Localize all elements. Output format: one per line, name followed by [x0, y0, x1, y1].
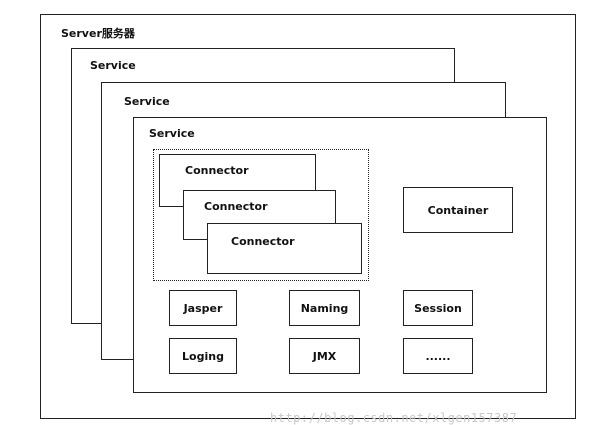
jmx-label: JMX	[312, 349, 337, 363]
more-box: ......	[403, 338, 473, 374]
connector-box-3: Connector	[207, 223, 362, 274]
connector-label-3: Connector	[231, 235, 295, 248]
service-title-2: Service	[124, 95, 170, 108]
loging-label: Loging	[182, 349, 224, 363]
server-title: Server服务器	[61, 27, 135, 40]
jasper-box: Jasper	[169, 290, 237, 326]
container-box: Container	[403, 187, 513, 233]
session-box: Session	[403, 290, 473, 326]
more-label: ......	[425, 349, 451, 363]
watermark-url: http://blog.csdn.net/xlgen157387	[270, 411, 518, 425]
session-label: Session	[414, 301, 462, 315]
connector-group	[153, 149, 369, 281]
container-label: Container	[427, 203, 489, 217]
service-title-1: Service	[90, 59, 136, 72]
service-title-3: Service	[149, 127, 195, 140]
connector-label-1: Connector	[185, 164, 249, 177]
jmx-box: JMX	[289, 338, 360, 374]
naming-label: Naming	[300, 301, 349, 315]
connector-label-2: Connector	[204, 200, 268, 213]
jasper-label: Jasper	[183, 301, 223, 315]
loging-box: Loging	[169, 338, 237, 374]
naming-box: Naming	[289, 290, 360, 326]
